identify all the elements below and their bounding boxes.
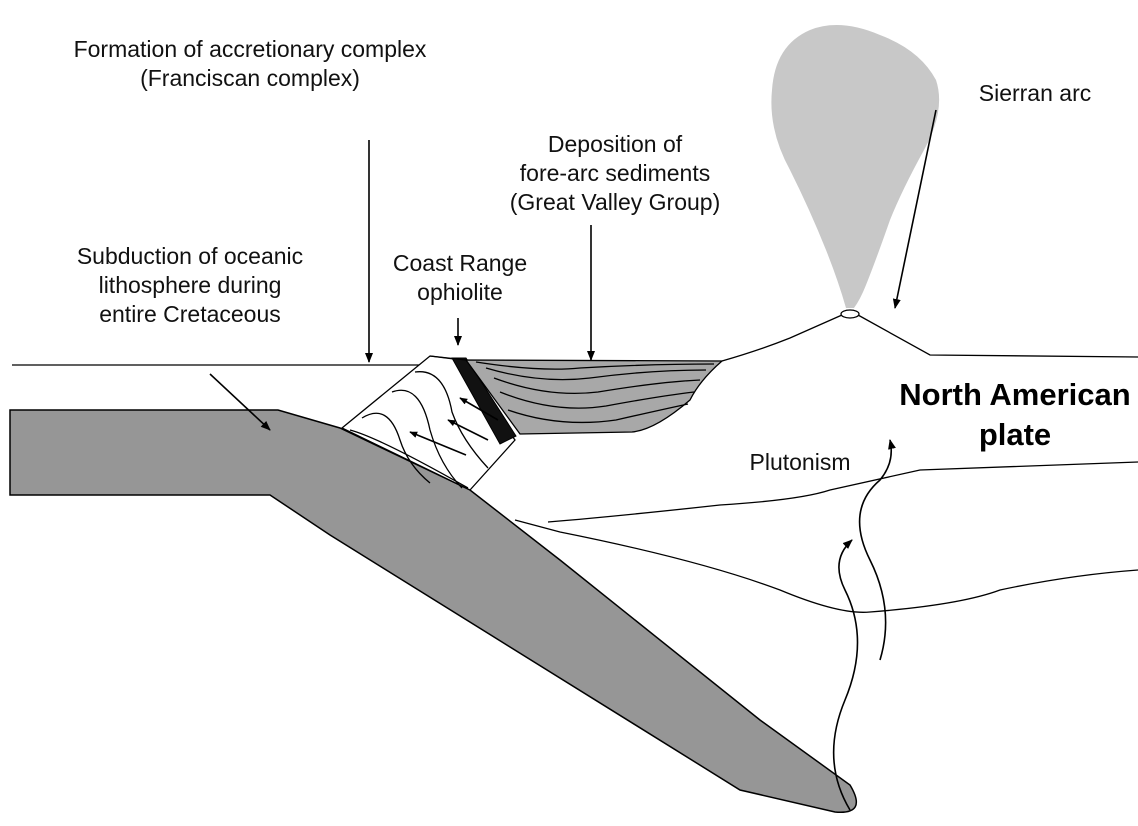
ophiolite-label-1: Coast Range [393, 250, 527, 276]
arc-flank-west [722, 315, 842, 361]
forearc-label-2: fore-arc sediments [520, 160, 710, 186]
eruption-plume-icon [771, 25, 939, 308]
subduction-label-1: Subduction of oceanic [77, 243, 303, 269]
forearc-label-1: Deposition of [548, 131, 683, 157]
forearc-label-3: (Great Valley Group) [510, 189, 720, 215]
accretionary-label-1: Formation of accretionary complex [74, 36, 427, 62]
plutonism-path-1 [834, 540, 858, 810]
sierran-arc-label: Sierran arc [979, 80, 1091, 106]
subduction-label-3: entire Cretaceous [99, 301, 281, 327]
north-american-label-2: plate [979, 417, 1051, 452]
ophiolite-label-2: ophiolite [417, 279, 503, 305]
volcano-vent [841, 310, 859, 318]
subduction-label-2: lithosphere during [99, 272, 282, 298]
plutonism-label: Plutonism [750, 449, 851, 475]
plutonism-path-2 [860, 440, 892, 660]
arc-flank-east [858, 315, 1138, 357]
north-american-label-1: North American [899, 377, 1130, 412]
accretionary-label-2: (Franciscan complex) [140, 65, 360, 91]
